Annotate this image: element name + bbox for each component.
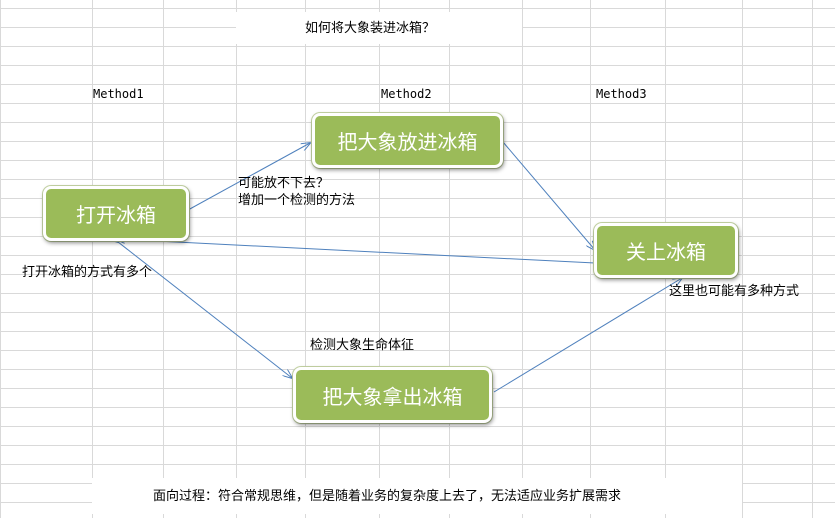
node-close-fridge[interactable]: 关上冰箱 — [594, 223, 738, 278]
node-put-elephant-in[interactable]: 把大象放进冰箱 — [312, 113, 503, 168]
method3-label: Method3 — [596, 87, 647, 101]
node-open-fridge[interactable]: 打开冰箱 — [43, 186, 189, 241]
title-cell-background — [236, 12, 522, 44]
note-open-ways: 打开冰箱的方式有多个 — [22, 265, 153, 280]
note-many-ways-here: 这里也可能有多种方式 — [669, 284, 800, 299]
method1-label: Method1 — [93, 87, 144, 101]
method2-label: Method2 — [381, 87, 432, 101]
note-add-detection: 增加一个检测的方法 — [238, 193, 356, 208]
footer-conclusion: 面向过程：符合常规思维，但是随着业务的复杂度上去了，无法适应业务扩展需求 — [153, 489, 622, 504]
node-take-elephant-out[interactable]: 把大象拿出冰箱 — [293, 367, 492, 423]
footer-cell-background — [92, 478, 742, 514]
diagram-title: 如何将大象装进冰箱？ — [305, 21, 436, 36]
note-may-not-fit: 可能放不下去？ — [238, 176, 330, 191]
note-detect-vitals: 检测大象生命体征 — [310, 338, 415, 353]
